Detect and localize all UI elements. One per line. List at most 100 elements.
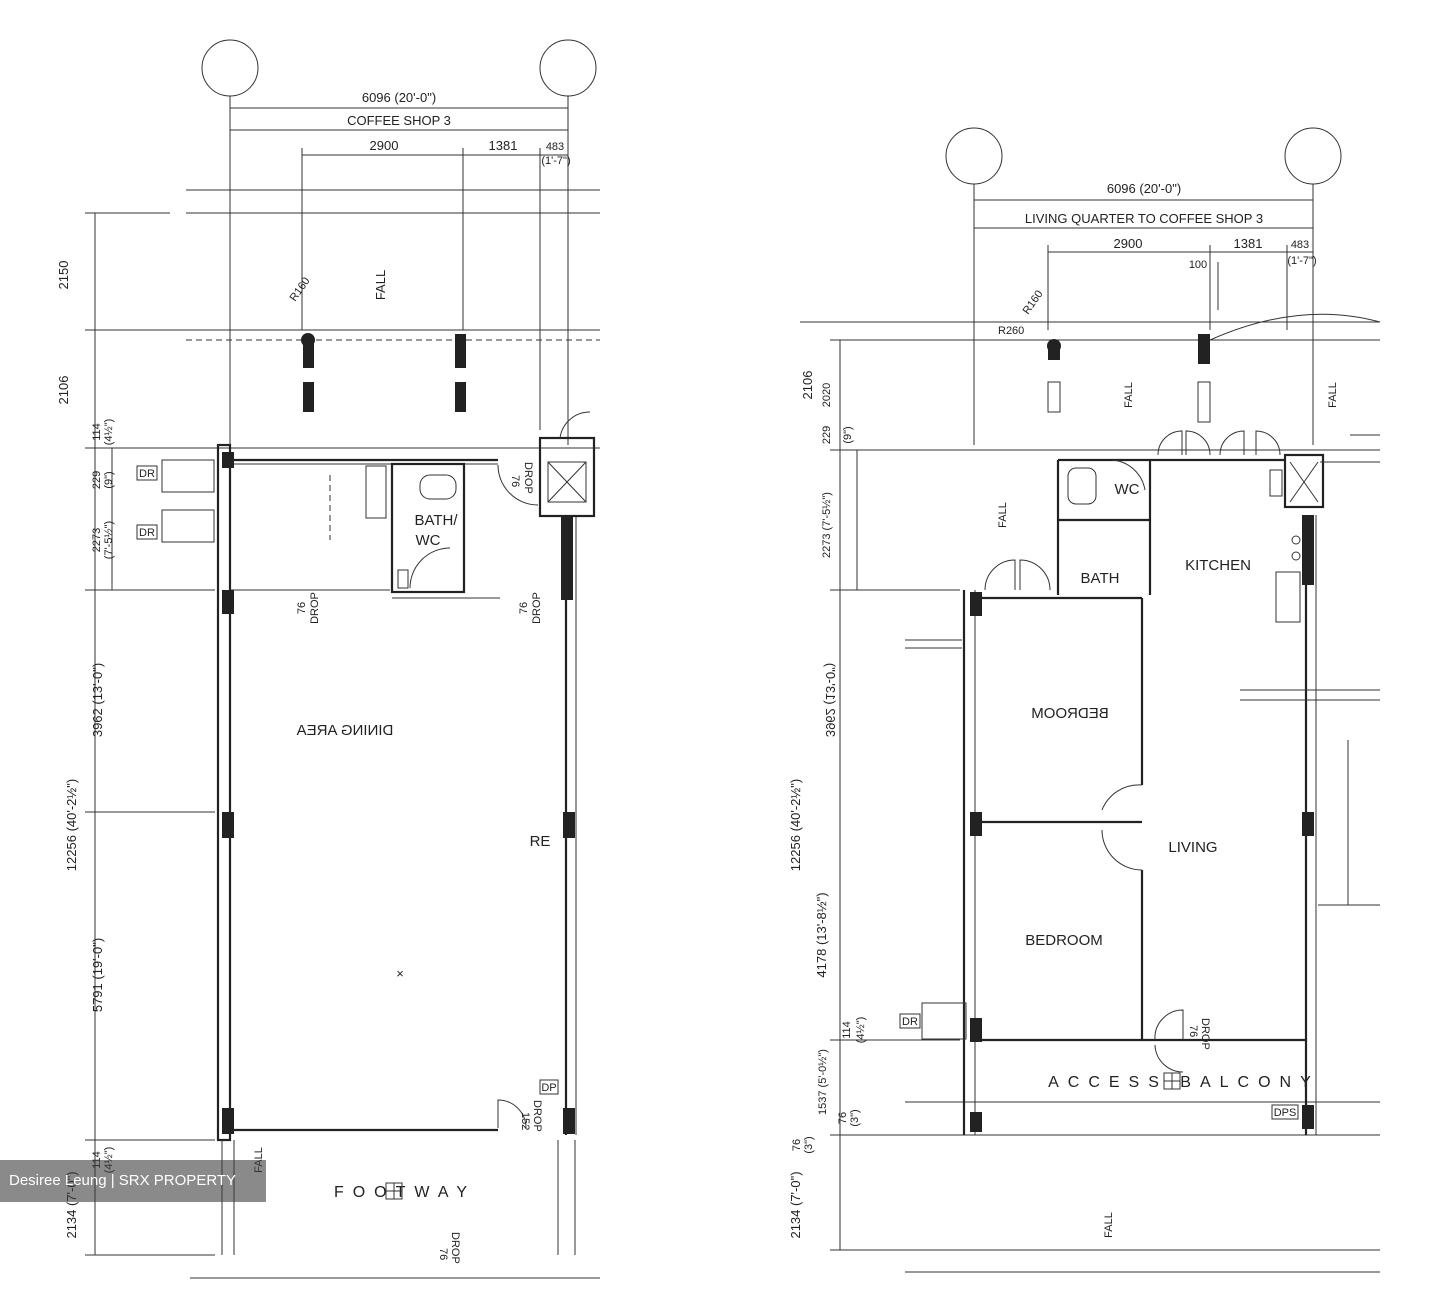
fall-label: FALL: [997, 502, 1009, 528]
wc-label: WC: [1115, 481, 1140, 498]
bath-label: BATH: [1081, 570, 1120, 587]
dimension-5791: 5791 (19'-0"): [90, 938, 105, 1012]
svg-text:152: 152: [519, 1112, 531, 1130]
grid-bubble: [539, 39, 597, 97]
dimension-2106: 2106: [56, 376, 71, 405]
left-plan: 6096 (20'-0") COFFEE SHOP 3 2900 1381 48…: [56, 39, 600, 1279]
drop-label: DROP: [309, 592, 321, 624]
toilet-icon: [1067, 467, 1097, 505]
dimension-2273: 2273: [91, 528, 103, 552]
footway-label: FOOTWAY: [334, 1184, 476, 1201]
plan-title: COFFEE SHOP 3: [347, 113, 451, 128]
grid-bubble: [1284, 127, 1342, 185]
dimension-4178: 4178 (13'-8½"): [814, 892, 829, 977]
dimension-2273-inches: (7'-5½"): [103, 521, 115, 559]
dimension-2900: 2900: [370, 138, 399, 153]
bedroom-label: BEDROOM: [1025, 932, 1103, 949]
dimension-1-7: (1'-7"): [1287, 255, 1316, 267]
radius-160-label: R160: [1021, 288, 1046, 316]
dimension-76: 76: [837, 1112, 849, 1124]
dimension-12256: 12256 (40'-2½"): [788, 779, 803, 871]
fall-label: FALL: [1327, 382, 1339, 408]
drop-label: DROP: [531, 592, 543, 624]
dp-label: DP: [541, 1082, 556, 1094]
fall-label: FALL: [373, 270, 388, 300]
watermark-text: Desiree Leung | SRX PROPERTY: [9, 1172, 237, 1189]
dimension-1381: 1381: [1234, 236, 1263, 251]
dimension-229-inches: (9"): [103, 471, 115, 488]
column: [303, 340, 314, 368]
overall-width-dimension: 6096 (20'-0"): [362, 90, 436, 105]
dimension-3962: 3962 (13'-0"): [90, 663, 105, 737]
grid-bubble: [201, 39, 259, 97]
column: [303, 382, 314, 412]
dimension-1381: 1381: [489, 138, 518, 153]
plan-title: LIVING QUARTER TO COFFEE SHOP 3: [1025, 211, 1263, 226]
sink: [365, 465, 387, 519]
right-plan: 6096 (20'-0") LIVING QUARTER TO COFFEE S…: [788, 127, 1381, 1273]
access-label: ACCESS: [1048, 1074, 1168, 1091]
wash-basin: [921, 1002, 967, 1040]
svg-text:76: 76: [1187, 1025, 1199, 1037]
balcony-label: BALCONY: [1180, 1074, 1319, 1091]
dimension-114: 114: [841, 1021, 853, 1039]
dimension-76-lower: 76: [791, 1139, 803, 1151]
dimension-114-inches: (4½"): [855, 1017, 867, 1044]
toilet-icon: [419, 474, 457, 500]
dimension-2106: 2106: [800, 371, 815, 400]
dimension-2273: 2273 (7'-5½"): [821, 492, 833, 558]
dimension-2900: 2900: [1114, 236, 1143, 251]
fall-label: FALL: [1123, 382, 1135, 408]
wash-basin: [161, 509, 215, 543]
column: [455, 382, 466, 412]
dr-label: DR: [902, 1016, 918, 1028]
bath-wc-label-1: BATH/: [414, 512, 458, 529]
refuse-chute: [538, 436, 596, 518]
dr-label: DR: [139, 468, 155, 480]
drop-label: DROP: [531, 1100, 543, 1132]
re-label: RE: [530, 833, 551, 850]
dimension-229-inches: (9"): [842, 426, 854, 443]
svg-text:76: 76: [296, 602, 308, 614]
dimension-2150: 2150: [56, 261, 71, 290]
drop-label: DROP: [1199, 1018, 1211, 1050]
dimension-100: 100: [1189, 259, 1207, 271]
dimension-1537: 1537 (5'-0½"): [817, 1049, 829, 1115]
dps-label: DPS: [1274, 1107, 1297, 1119]
living-label: LIVING: [1168, 839, 1217, 856]
watermark-banner: Desiree Leung | SRX PROPERTY: [0, 1160, 266, 1202]
dimension-3962-mirrored: 3962 (13'-0"): [823, 663, 838, 737]
bath-wc-label-2: WC: [416, 532, 441, 549]
dimension-2134: 2134 (7'-0"): [788, 1171, 803, 1238]
dimension-114: 114: [91, 423, 103, 441]
wash-basin: [161, 459, 215, 493]
dimension-2020: 2020: [821, 383, 833, 407]
bedroom-label-mirrored: BEDROOM: [1031, 705, 1109, 722]
fall-label: FALL: [1103, 1212, 1115, 1238]
dimension-114-inches: (4½"): [103, 419, 115, 446]
dr-label: DR: [139, 527, 155, 539]
refuse-chute: [1283, 453, 1325, 509]
dimension-483: 483: [546, 141, 564, 153]
svg-text:76: 76: [509, 475, 521, 487]
radius-label: R160: [288, 275, 313, 303]
west-wall: [216, 443, 232, 1142]
drop-label: DROP: [449, 1232, 461, 1264]
dimension-1-7: (1'-7"): [541, 155, 570, 167]
column: [455, 334, 466, 368]
dimension-76-lower-inches: (3"): [803, 1136, 815, 1153]
door-swing: [409, 547, 451, 589]
dimension-76-inches: (3"): [849, 1109, 861, 1126]
kitchen-sink: [1275, 571, 1301, 623]
radius-260-label: R260: [998, 325, 1024, 337]
drop-label: DROP: [522, 462, 534, 494]
svg-text:76: 76: [518, 602, 530, 614]
dimension-12256: 12256 (40'-2½"): [64, 779, 79, 871]
dimension-483: 483: [1291, 239, 1309, 251]
dimension-229: 229: [821, 426, 833, 444]
overall-width-dimension: 6096 (20'-0"): [1107, 181, 1181, 196]
svg-text:76: 76: [437, 1248, 449, 1260]
dining-area-label: DINING AREA: [297, 722, 394, 739]
grid-bubble: [945, 127, 1003, 185]
